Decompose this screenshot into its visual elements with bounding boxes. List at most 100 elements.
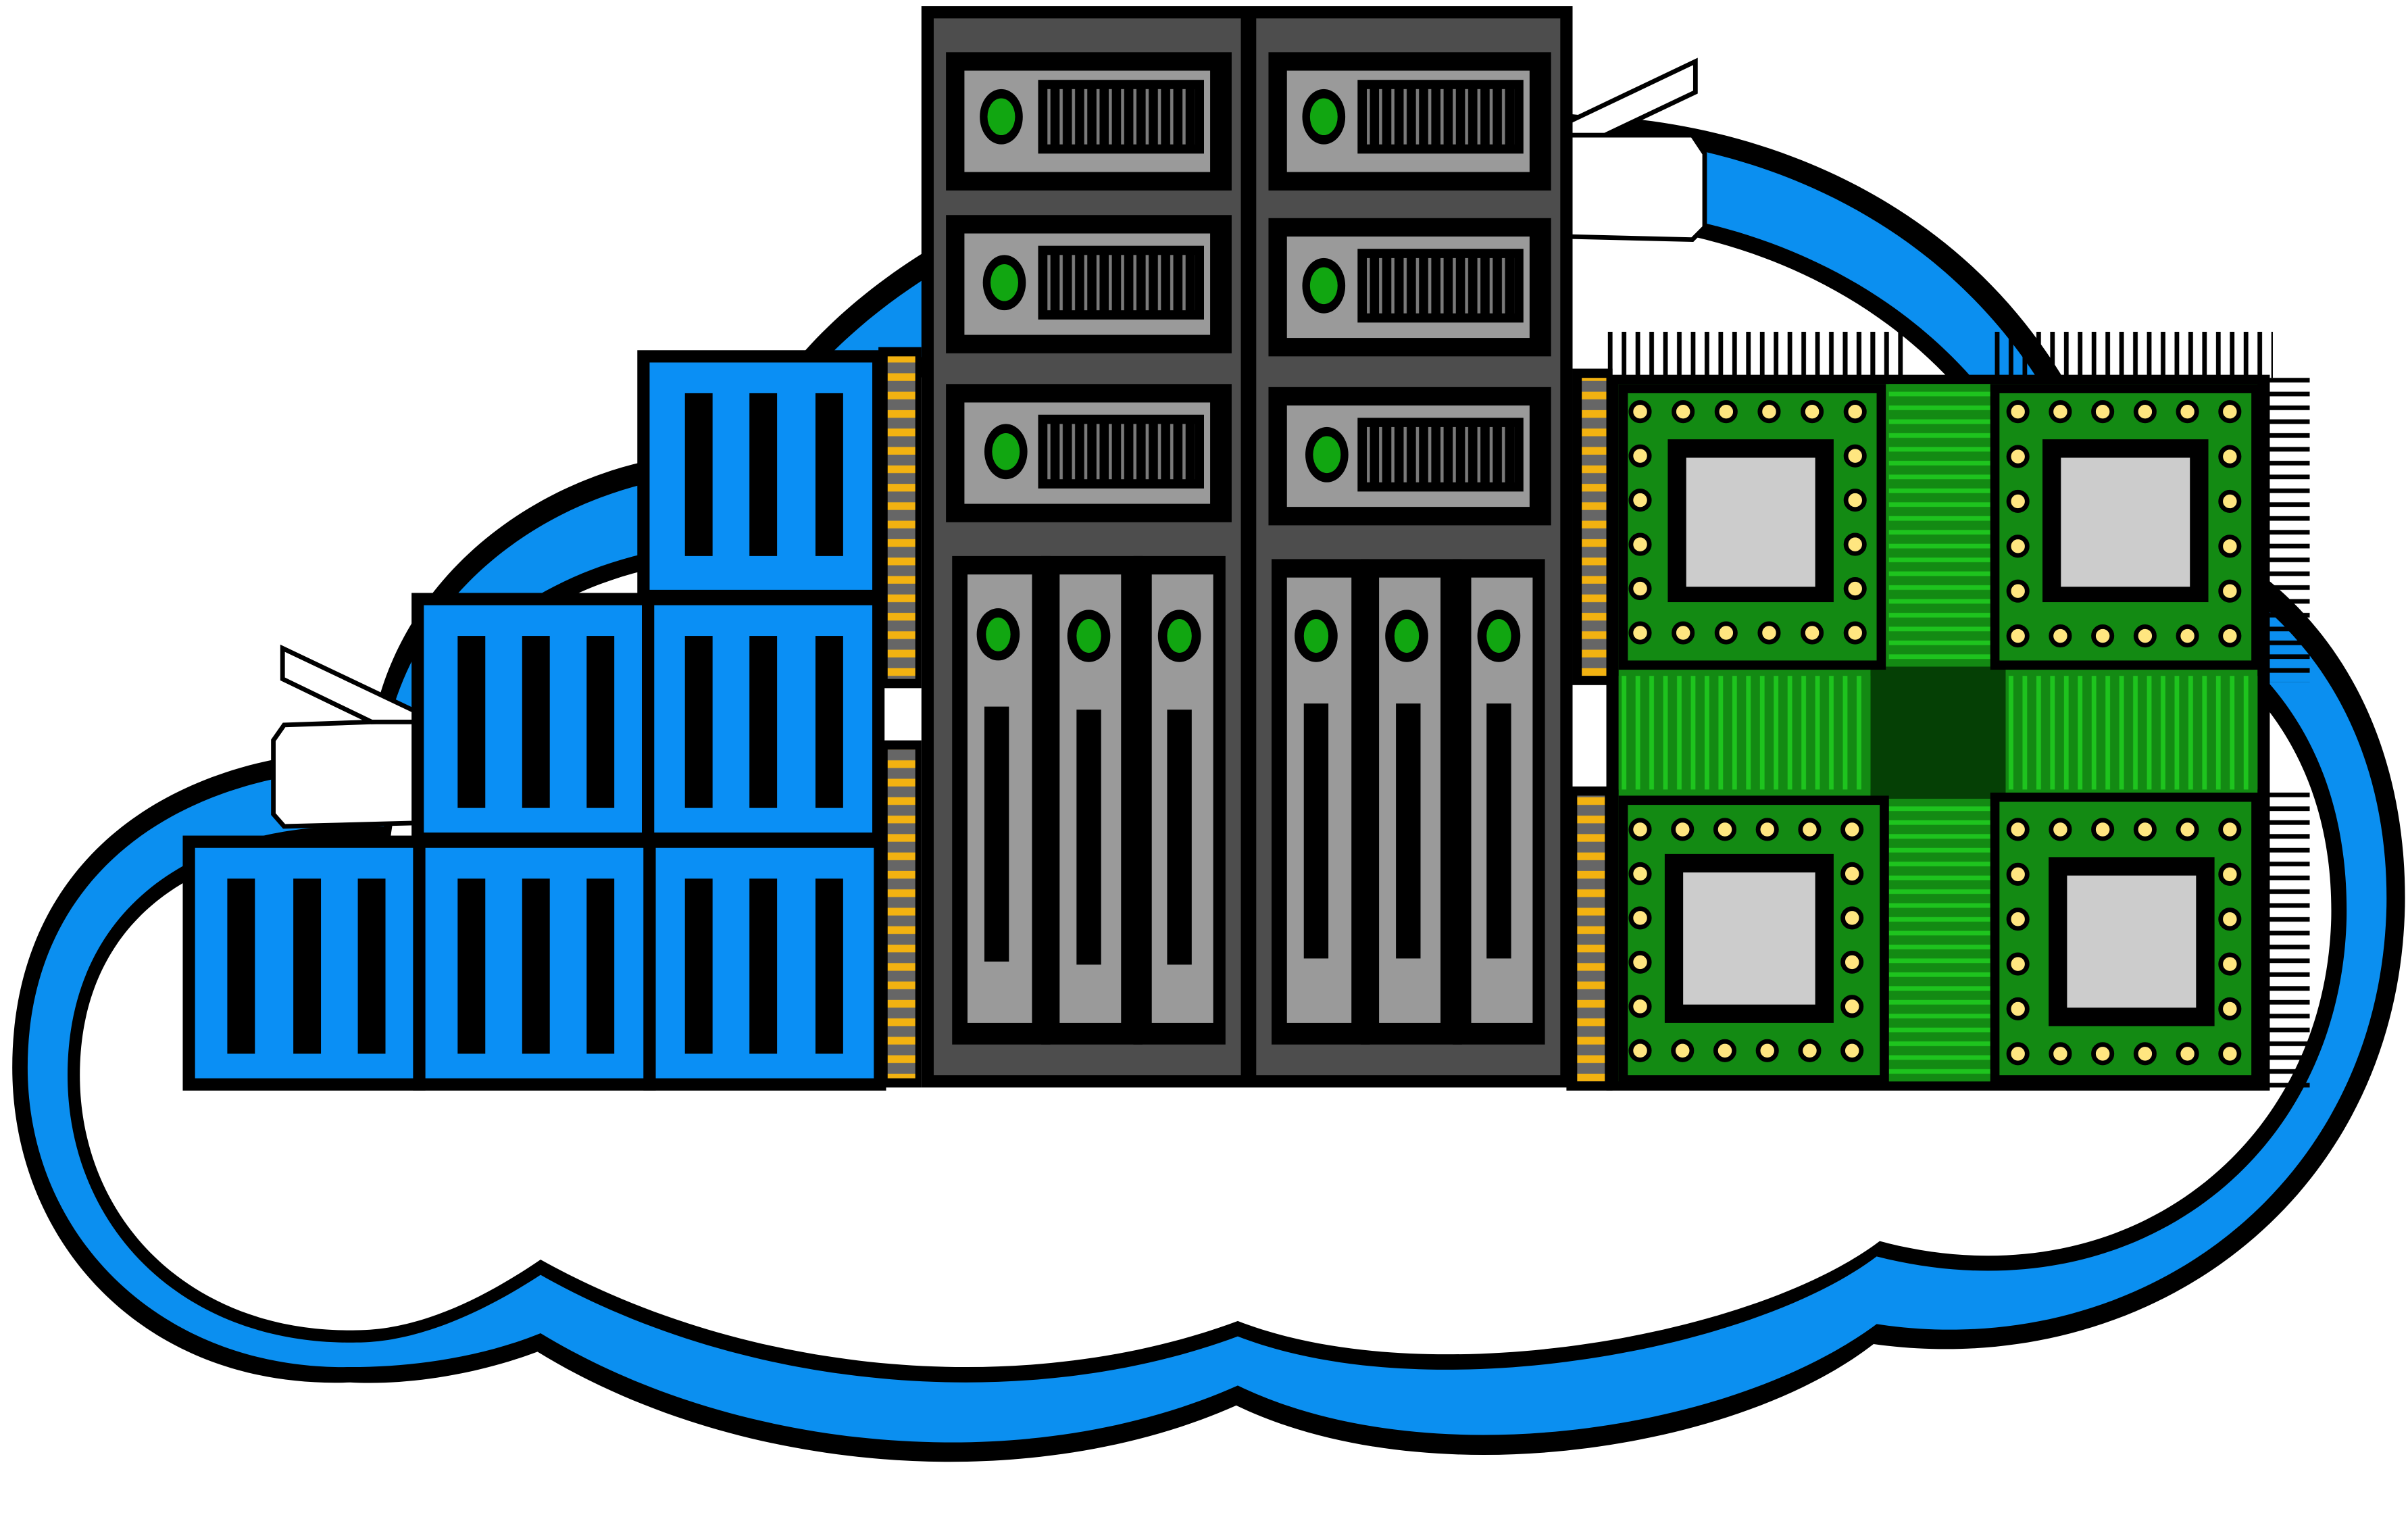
solder-pad: [2133, 818, 2157, 841]
shipping-container-icon: [637, 350, 885, 603]
solder-pad: [1840, 950, 1864, 974]
solder-pad: [1843, 532, 1867, 556]
server-unit: [1268, 218, 1551, 357]
memory-module-icon: [878, 347, 922, 689]
server-unit: [1268, 52, 1551, 191]
solder-pad: [2176, 624, 2199, 648]
network-plug-icon: [1564, 57, 1707, 243]
solder-pad: [1671, 1039, 1695, 1062]
solder-pad: [1628, 444, 1652, 468]
solder-pad: [2133, 400, 2157, 424]
solder-pad: [1672, 400, 1695, 424]
solder-pad: [2218, 489, 2242, 513]
solder-pad: [1798, 818, 1822, 841]
solder-pad: [2218, 535, 2242, 558]
solder-pad: [2006, 952, 2030, 976]
solder-pad: [2049, 400, 2072, 424]
solder-pad: [2006, 489, 2030, 513]
shipping-container-stack: [182, 350, 886, 1091]
solder-pad: [2006, 818, 2030, 841]
drive-bay: [952, 555, 1226, 1045]
solder-pad: [2218, 952, 2242, 976]
solder-pad: [1798, 1039, 1822, 1062]
solder-pad: [2049, 818, 2072, 841]
solder-pad: [1713, 1039, 1737, 1062]
chip: [1618, 384, 1886, 670]
solder-pad: [1843, 400, 1867, 424]
solder-pad: [1840, 818, 1864, 841]
solder-pad: [2091, 624, 2115, 648]
solder-pad: [1713, 818, 1737, 841]
solder-pad: [1840, 906, 1864, 930]
solder-pad: [1801, 621, 1824, 645]
chip: [1990, 384, 2261, 670]
memory-module-icon: [878, 740, 922, 1088]
server-rack-icon: [921, 6, 1573, 1088]
solder-pad: [1843, 577, 1867, 601]
server-unit: [946, 384, 1232, 522]
solder-pad: [2006, 445, 2030, 468]
solder-pad: [1628, 400, 1652, 424]
solder-pad: [1755, 1039, 1779, 1062]
chip: [1990, 792, 2261, 1085]
solder-pad: [2006, 624, 2030, 648]
solder-pad: [2218, 579, 2242, 603]
solder-pad: [2006, 908, 2030, 931]
solder-pad: [2006, 1042, 2030, 1066]
solder-pad: [2006, 400, 2030, 424]
solder-pad: [1843, 444, 1867, 468]
solder-pad: [1840, 1039, 1864, 1062]
solder-pad: [2133, 1042, 2157, 1066]
shipping-container-icon: [182, 835, 426, 1091]
solder-pad: [1801, 400, 1824, 424]
solder-pad: [1757, 400, 1781, 424]
solder-pad: [1714, 621, 1738, 645]
solder-pad: [2091, 818, 2115, 841]
solder-pad: [2091, 400, 2115, 424]
solder-pad: [2049, 624, 2072, 648]
shipping-container-icon: [413, 835, 656, 1091]
solder-pad: [1628, 577, 1652, 601]
solder-pad: [2176, 400, 2199, 424]
solder-pad: [2218, 1042, 2242, 1066]
solder-pad: [2133, 624, 2157, 648]
solder-pad: [2006, 862, 2030, 886]
solder-pad: [1840, 995, 1864, 1018]
solder-pad: [1757, 621, 1781, 645]
drive-bay: [1272, 559, 1545, 1045]
chip: [1618, 795, 1889, 1085]
solder-pad: [2091, 1042, 2115, 1066]
solder-pad: [1628, 1039, 1652, 1062]
solder-pad: [1840, 862, 1864, 885]
solder-pad: [2006, 579, 2030, 603]
solder-pad: [1628, 818, 1652, 841]
solder-pads: [1628, 400, 2242, 1066]
solder-pad: [1628, 862, 1652, 885]
solder-pad: [1672, 621, 1695, 645]
server-unit: [1268, 387, 1551, 526]
shipping-container-icon: [643, 835, 886, 1091]
solder-pad: [2218, 400, 2242, 424]
solder-pad: [1714, 400, 1738, 424]
solder-pad: [1755, 818, 1779, 841]
solder-pad: [1628, 489, 1652, 512]
server-unit: [946, 215, 1232, 353]
solder-pad: [2218, 624, 2242, 648]
solder-pad: [2218, 997, 2242, 1021]
memory-module-icon: [1566, 786, 1613, 1091]
solder-pad: [1671, 818, 1695, 841]
solder-pad: [2006, 535, 2030, 558]
solder-pad: [2176, 818, 2199, 841]
solder-pad: [1628, 906, 1652, 930]
shipping-container-icon: [411, 593, 655, 845]
solder-pad: [1628, 621, 1652, 645]
solder-pad: [2218, 818, 2242, 841]
solder-pad: [1628, 995, 1652, 1018]
shipping-container-icon: [642, 593, 885, 845]
solder-pad: [2006, 997, 2030, 1021]
server-unit: [946, 52, 1232, 191]
solder-pad: [2049, 1042, 2072, 1066]
solder-pad: [1843, 489, 1867, 512]
solder-pad: [1843, 621, 1867, 645]
